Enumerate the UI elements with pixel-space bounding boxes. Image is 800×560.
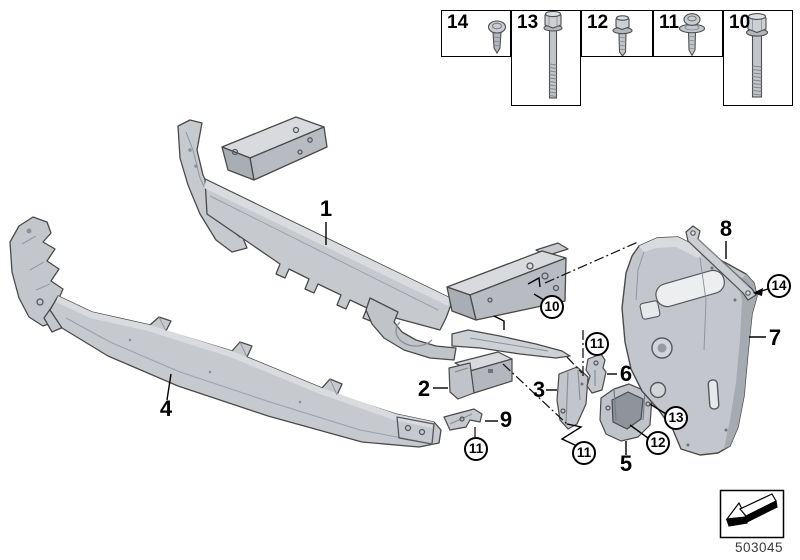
part-4-lower-support[interactable] xyxy=(9,216,442,448)
assembly-dash-lines xyxy=(474,241,639,438)
part-8-support-strip[interactable] xyxy=(685,225,757,301)
fastener-cell-13[interactable]: 13 xyxy=(511,10,581,106)
fastener-cell-12[interactable]: 12 xyxy=(581,10,653,57)
view-direction-arrow-icon xyxy=(725,493,778,527)
circled-callout-11a[interactable]: 11 xyxy=(585,332,609,356)
callout-8[interactable]: 8 xyxy=(719,216,733,241)
circled-callout-12[interactable]: 12 xyxy=(646,431,670,455)
view-direction-box xyxy=(719,489,785,539)
screw-icon-10 xyxy=(745,13,769,98)
leader-arrowhead-14 xyxy=(753,288,763,296)
callout-3[interactable]: 3 xyxy=(532,377,546,402)
callout-2[interactable]: 2 xyxy=(417,376,431,401)
document-number: 503045 xyxy=(735,540,784,555)
part-2-bracket[interactable] xyxy=(448,351,513,400)
fastener-label-11: 11 xyxy=(659,12,680,33)
part-3-wedge-bracket[interactable] xyxy=(556,366,589,430)
callout-7[interactable]: 7 xyxy=(768,325,782,350)
screw-icon-12 xyxy=(612,15,633,57)
part-6-channel-bracket[interactable] xyxy=(585,353,607,394)
screw-icon-14 xyxy=(487,20,507,55)
fastener-cell-11[interactable]: 11 xyxy=(653,10,723,57)
circled-callout-10[interactable]: 10 xyxy=(540,295,564,319)
circled-callout-13[interactable]: 13 xyxy=(664,406,688,430)
part-5-box-bracket[interactable] xyxy=(599,383,653,442)
fastener-label-14: 14 xyxy=(447,12,469,33)
circled-callout-11b[interactable]: 11 xyxy=(464,437,488,461)
callout-9[interactable]: 9 xyxy=(499,407,513,432)
callout-1[interactable]: 1 xyxy=(319,196,333,221)
screw-icon-11 xyxy=(678,13,706,57)
fastener-label-13: 13 xyxy=(517,12,539,33)
fastener-label-12: 12 xyxy=(587,12,609,33)
part-7-mount-bracket[interactable] xyxy=(621,236,758,456)
fastener-label-10: 10 xyxy=(729,12,751,33)
part-1-bumper-carrier[interactable] xyxy=(177,116,571,361)
fastener-cell-10[interactable]: 10 xyxy=(723,10,793,106)
callout-4[interactable]: 4 xyxy=(159,396,173,421)
circled-callout-11c[interactable]: 11 xyxy=(572,441,596,465)
part-9-plate[interactable] xyxy=(443,408,483,431)
circled-callout-14[interactable]: 14 xyxy=(767,274,791,298)
callout-6[interactable]: 6 xyxy=(619,361,633,386)
fastener-cell-14[interactable]: 14 xyxy=(441,10,511,57)
screw-icon-13 xyxy=(543,10,563,99)
callout-5[interactable]: 5 xyxy=(619,451,633,476)
